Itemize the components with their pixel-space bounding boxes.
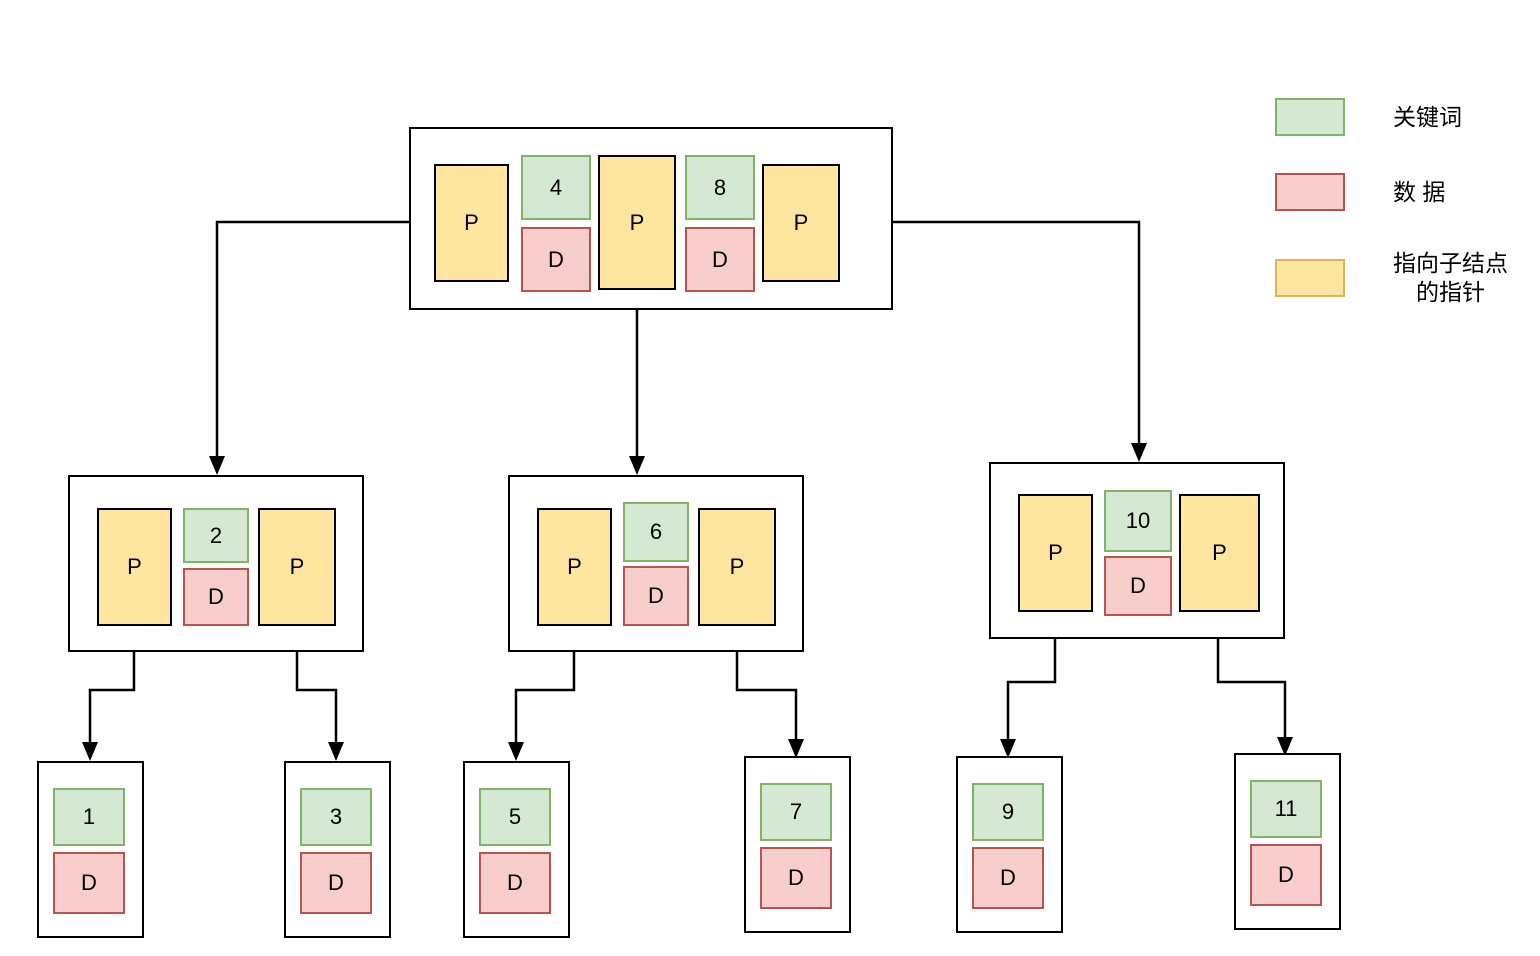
level2-right-pointer-0[interactable]: P — [1018, 494, 1093, 612]
legend-swatch-keyword — [1275, 98, 1345, 136]
leaf-9-key[interactable]: 9 — [972, 783, 1044, 841]
leaf-1-key[interactable]: 1 — [53, 788, 125, 846]
edge-root-to-middle-arrow — [629, 456, 645, 475]
edge-root-to-left-arrow — [209, 456, 225, 475]
root-pointer-2[interactable]: P — [762, 164, 840, 282]
level2-middle-pointer-1[interactable]: P — [698, 508, 776, 626]
edge-left-to-leaf3-arrow — [328, 742, 344, 761]
leaf-5-data[interactable]: D — [479, 852, 551, 914]
level2-right-pointer-1[interactable]: P — [1179, 494, 1260, 612]
level2-right-key-10[interactable]: 10 — [1104, 490, 1172, 552]
legend-label-data: 数 据 — [1393, 178, 1446, 205]
leaf-7-data[interactable]: D — [760, 847, 832, 909]
leaf-3-data[interactable]: D — [300, 852, 372, 914]
level2-left-pointer-1[interactable]: P — [258, 508, 336, 626]
edge-middle-to-leaf5-arrow — [508, 742, 524, 761]
root-data-0[interactable]: D — [521, 227, 591, 292]
legend-swatch-data — [1275, 173, 1345, 211]
leaf-3-key[interactable]: 3 — [300, 788, 372, 846]
root-key-8[interactable]: 8 — [685, 155, 755, 220]
root-pointer-1[interactable]: P — [598, 155, 676, 290]
legend-item-pointer: 指向子结点 的指针 — [1275, 249, 1508, 307]
level2-left-data-0[interactable]: D — [183, 568, 249, 626]
legend-swatch-pointer — [1275, 258, 1345, 297]
edge-root-to-left — [215, 220, 434, 462]
edge-root-to-right-arrow — [1131, 443, 1147, 462]
level2-middle-data-0[interactable]: D — [623, 566, 689, 626]
root-key-4[interactable]: 4 — [521, 155, 591, 220]
level2-left-pointer-0[interactable]: P — [97, 508, 172, 626]
level2-middle-key-6[interactable]: 6 — [623, 502, 689, 562]
leaf-1-data[interactable]: D — [53, 852, 125, 914]
legend-label-pointer: 指向子结点 的指针 — [1393, 250, 1508, 305]
level2-left-key-2[interactable]: 2 — [183, 508, 249, 563]
leaf-11-key[interactable]: 11 — [1250, 780, 1322, 838]
leaf-7-key[interactable]: 7 — [760, 783, 832, 841]
legend-item-keyword: 关键词 — [1275, 98, 1462, 136]
level2-right-data-0[interactable]: D — [1104, 556, 1172, 616]
leaf-11-data[interactable]: D — [1250, 844, 1322, 906]
leaf-9-data[interactable]: D — [972, 847, 1044, 909]
leaf-5-key[interactable]: 5 — [479, 788, 551, 846]
level2-middle-pointer-0[interactable]: P — [537, 508, 612, 626]
legend-item-data: 数 据 — [1275, 173, 1445, 211]
legend-label-keyword: 关键词 — [1393, 103, 1462, 130]
root-pointer-0[interactable]: P — [434, 164, 509, 282]
edge-left-to-leaf1-arrow — [82, 742, 98, 761]
root-data-1[interactable]: D — [685, 227, 755, 292]
